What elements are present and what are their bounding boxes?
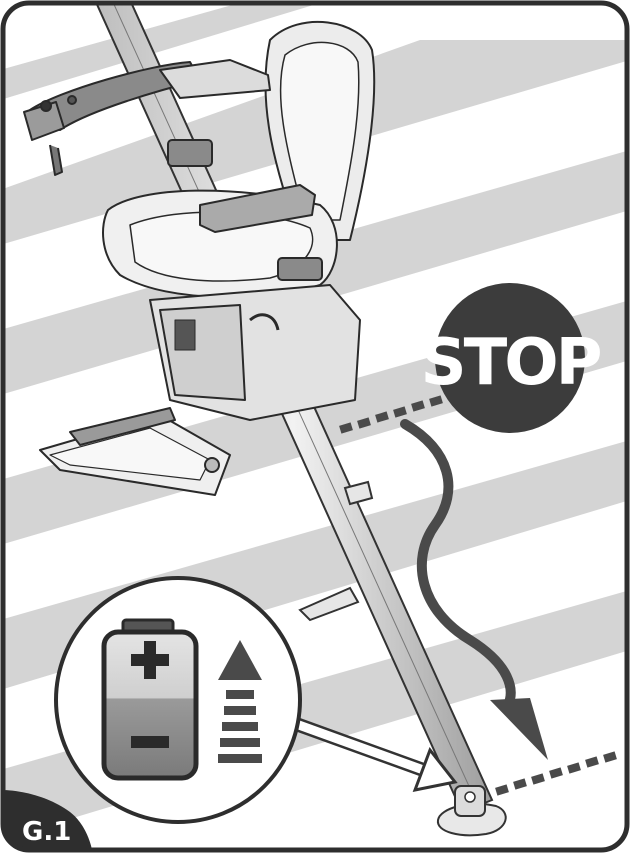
figure-label: G.1 xyxy=(22,817,71,847)
battery-icon xyxy=(104,620,196,778)
stop-label: STOP xyxy=(420,326,600,400)
